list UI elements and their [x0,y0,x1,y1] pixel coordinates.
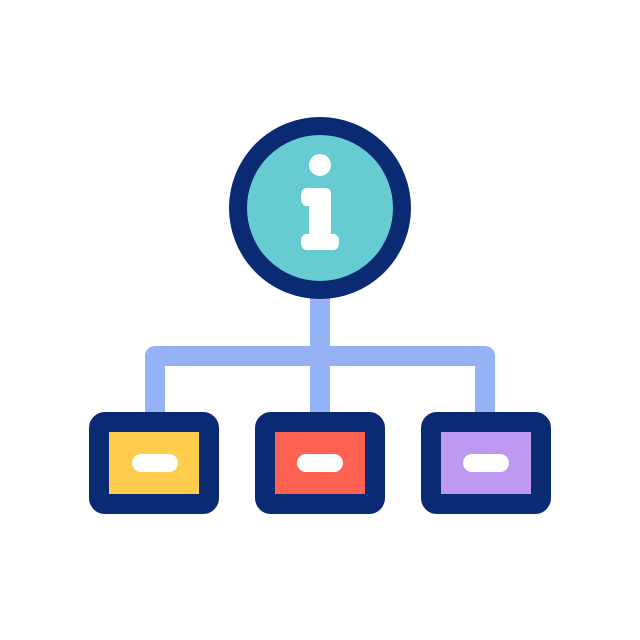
child-box-right-bar [463,454,509,472]
child-box-center [255,412,385,514]
connector-branch [145,346,495,422]
info-stem [301,188,339,250]
child-box-left [89,412,219,514]
child-box-center-bar [297,454,343,472]
child-box-left-bar [132,454,178,472]
info-circle-icon [229,117,411,299]
info-dot [309,154,331,176]
child-box-right [421,412,551,514]
connector-lines [145,280,495,422]
